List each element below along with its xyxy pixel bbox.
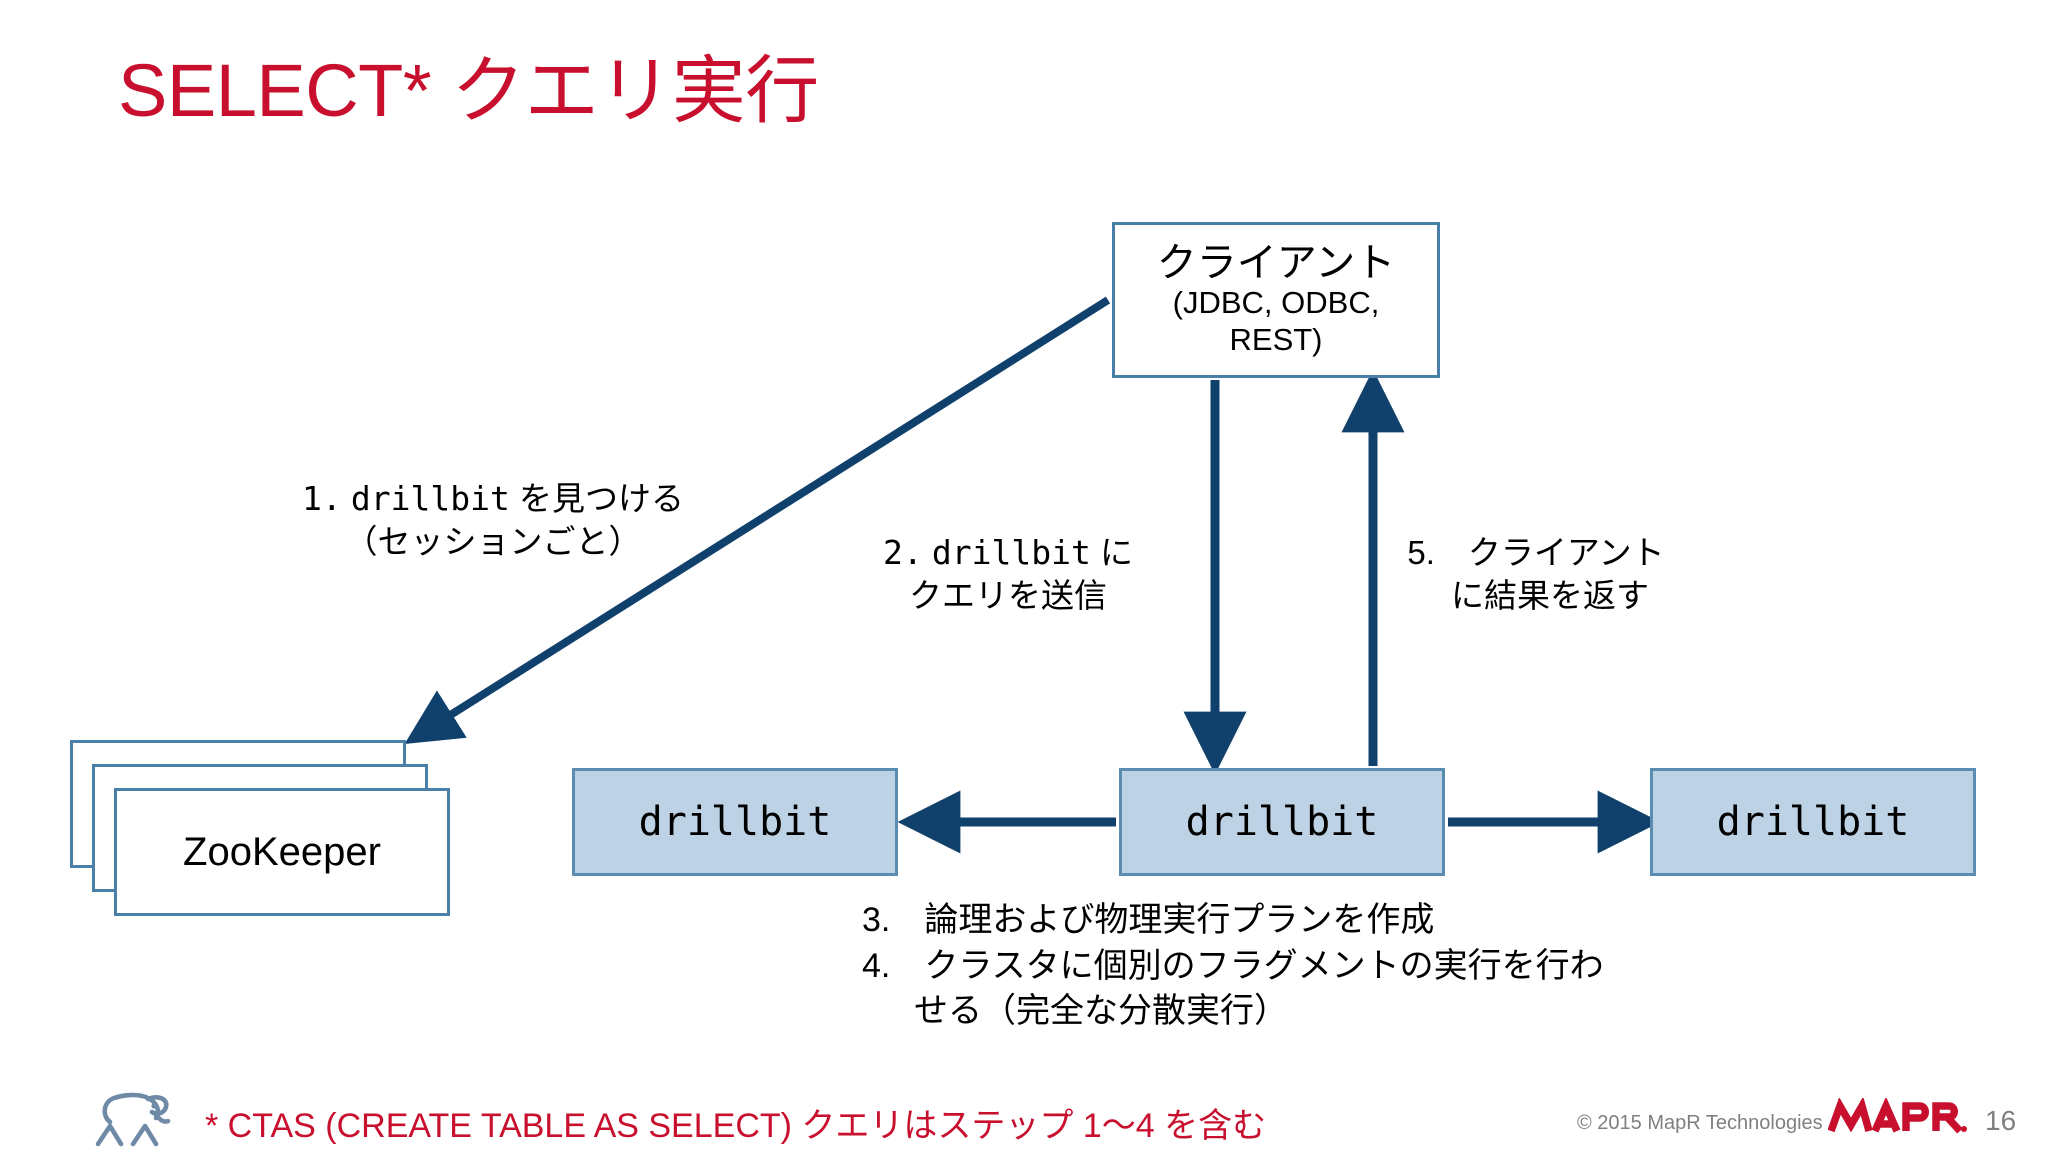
step-5-annotation: 5. クライアント に結果を返す (1376, 532, 1696, 618)
page-title: SELECT* クエリ実行 (118, 49, 819, 132)
elephant-icon (95, 1092, 171, 1147)
step-1-line1-tail: を見つける (509, 480, 685, 517)
step-3-line: 3. 論理および物理実行プランを作成 (862, 901, 1435, 939)
step-1-mono-term: drillbit (350, 479, 510, 518)
drillbit-node-left: drillbit (572, 768, 898, 876)
step-2-number: 2. (882, 533, 923, 572)
step-4-line1: 4. クラスタに個別のフラグメントの実行を行わ (862, 946, 1604, 985)
step-2-line1-tail: に (1090, 534, 1134, 571)
page-number: 16 (1985, 1105, 2017, 1136)
zookeeper-stack-layer-front (114, 788, 450, 916)
drillbit-node-right: drillbit (1650, 768, 1976, 876)
zookeeper-label: ZooKeeper (183, 829, 381, 874)
step-1-line2: （セッションごと） (344, 522, 642, 560)
footnote-text: * CTAS (CREATE TABLE AS SELECT) クエリはステップ… (205, 1107, 1267, 1145)
step-2-line2: クエリを送信 (909, 576, 1107, 614)
mapr-logo (1828, 1098, 1967, 1134)
step-2-annotation: 2. drillbit に クエリを送信 (848, 532, 1168, 618)
drillbit-node-center: drillbit (1119, 768, 1445, 876)
client-label-primary: クライアント (1156, 241, 1396, 286)
step-5-line2: に結果を返す (1451, 576, 1649, 614)
step-4-line2: せる（完全な分散実行） (914, 992, 1288, 1031)
step-1-annotation: 1. drillbit を見つける （セッションごと） (258, 478, 728, 564)
client-node: クライアント (JDBC, ODBC, REST) (1112, 222, 1440, 378)
copyright-text: © 2015 MapR Technologies (1577, 1112, 1823, 1134)
step-2-mono-term: drillbit (931, 533, 1091, 572)
client-label-protocols-2: REST) (1229, 322, 1323, 357)
client-label-protocols-1: (JDBC, ODBC, (1172, 285, 1380, 321)
step-3-4-annotation: 3. 論理および物理実行プランを作成 4. クラスタに個別のフラグメントの実行を… (862, 898, 1702, 1035)
step-5-line1: 5. クライアント (1407, 534, 1665, 571)
step-1-number: 1. (301, 479, 342, 518)
